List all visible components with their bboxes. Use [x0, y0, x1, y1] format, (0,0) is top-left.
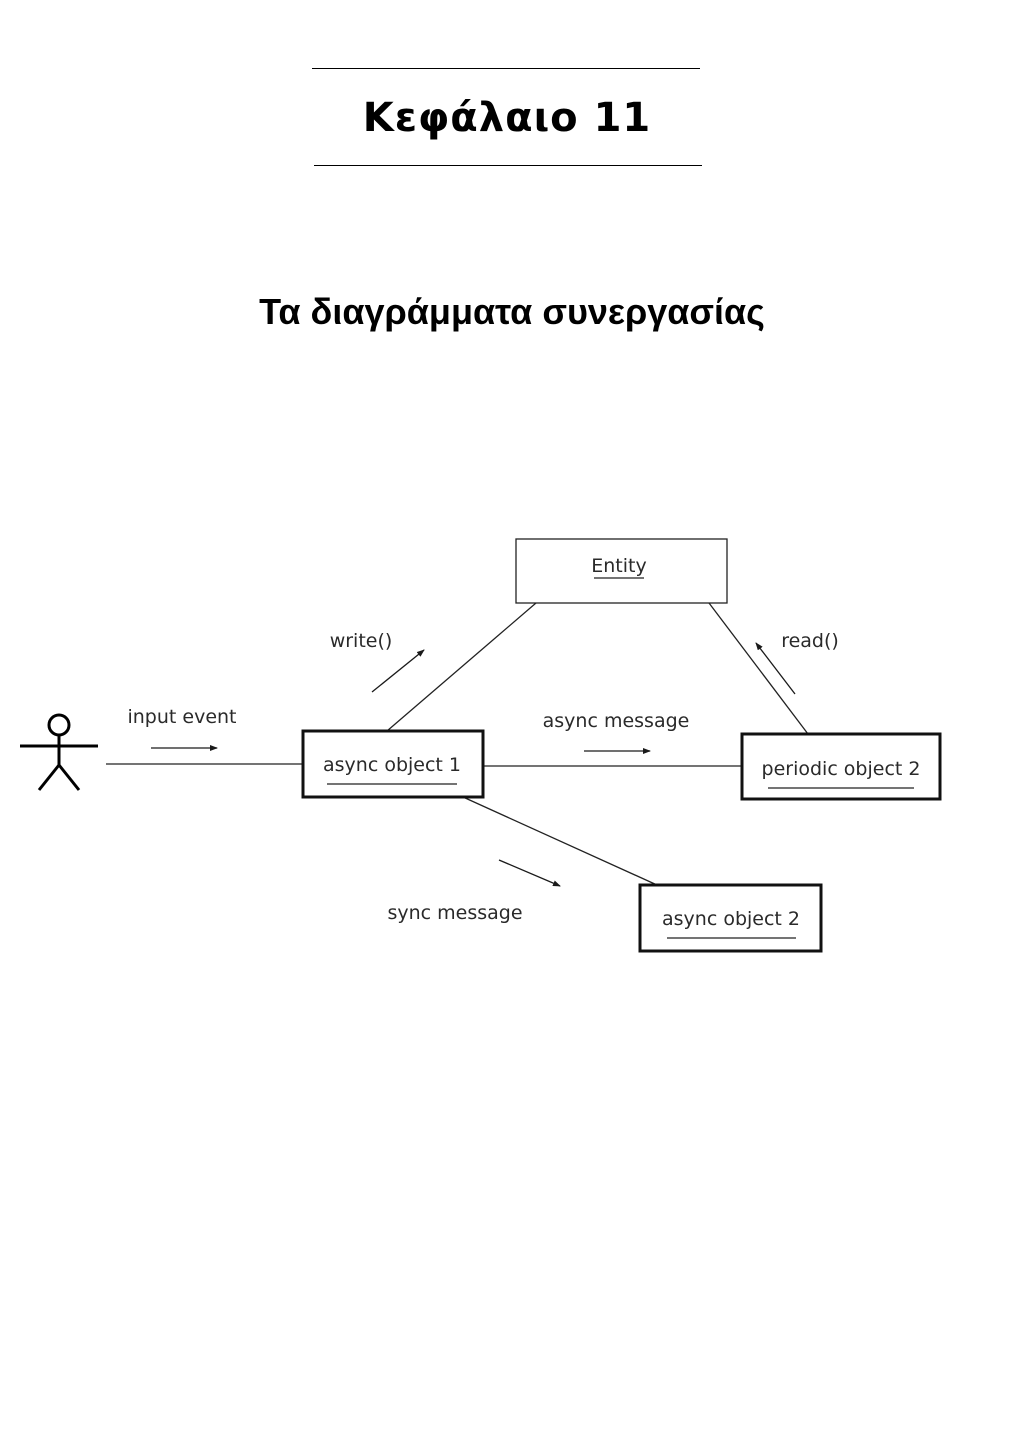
- bottom-rule: [314, 165, 702, 166]
- periodic-object-2: periodic object 2: [740, 732, 942, 801]
- read-arrow: [755, 642, 796, 695]
- periodic-object-2-label: periodic object 2: [762, 758, 921, 780]
- sync-message-arrow: [498, 859, 561, 887]
- async-message-label: async message: [543, 710, 690, 732]
- link-async-object-1-entity: [386, 602, 537, 732]
- async-object-1: async object 1: [301, 729, 485, 799]
- read-label: read(): [781, 630, 839, 652]
- link-lines: [106, 602, 809, 886]
- link-entity-periodic-object-2: [708, 602, 809, 735]
- chapter-title: Κεφάλαιο 11: [362, 95, 652, 141]
- async-object-2: async object 2: [638, 883, 823, 953]
- async-object-2-label: async object 2: [662, 908, 800, 930]
- write-label: write(): [330, 630, 393, 652]
- entity-label: Entity: [591, 555, 646, 577]
- write-arrow: [371, 649, 425, 693]
- entity-object: Entity: [515, 538, 728, 604]
- input-event-label: input event: [127, 706, 236, 728]
- message-arrows: [151, 642, 796, 887]
- async-object-1-label: async object 1: [323, 754, 461, 776]
- link-async-object-1-async-object-2: [462, 796, 658, 886]
- section-title: Τα διαγράμματα συνεργασίας: [259, 291, 765, 332]
- top-rule: [312, 68, 700, 69]
- sync-message-label: sync message: [387, 902, 522, 924]
- stick-figure-actor-icon: [20, 713, 98, 791]
